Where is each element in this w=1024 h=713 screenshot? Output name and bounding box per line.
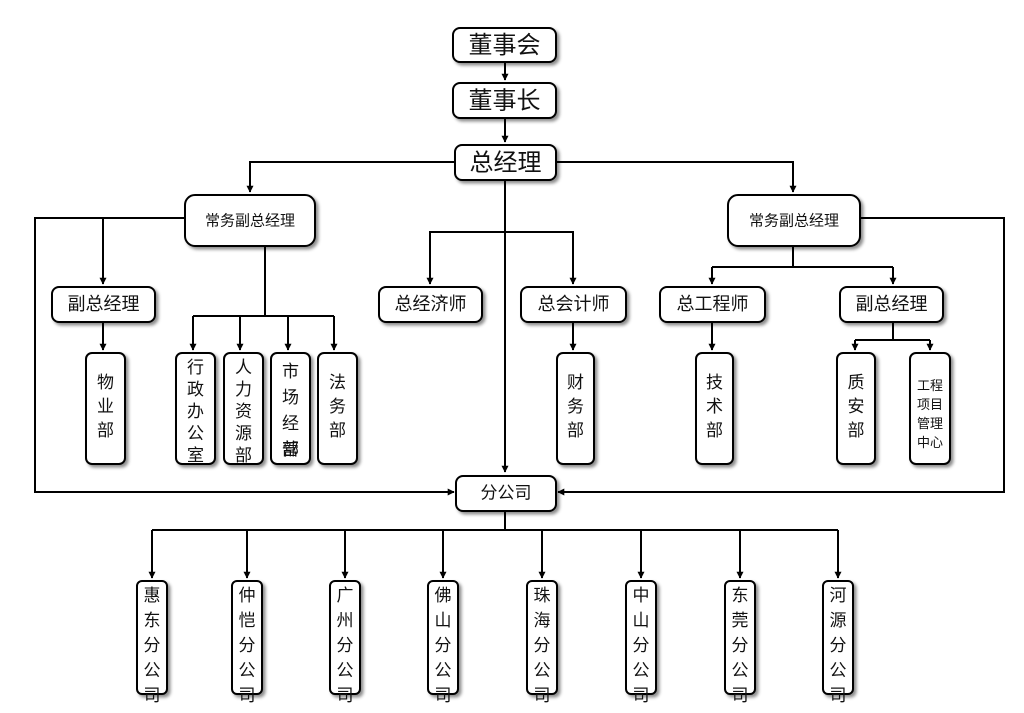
branch-list: 惠东分公司 仲恺分公司 广州分公司 佛山分公司 珠海分公司 中山分公司 东莞分公司 河源分公司 — [136, 580, 854, 706]
node-general-manager: 总经理 — [454, 144, 557, 181]
branch-4: 佛山分公司 — [427, 580, 459, 706]
node-board-label: 董事会 — [469, 31, 541, 59]
node-executive-vp-left: 常务副总经理 — [184, 194, 316, 247]
dept-property: 物业部 — [85, 352, 126, 465]
connector-vp-right-depts — [855, 322, 930, 341]
branch-6-label: 中山分公司 — [633, 586, 650, 706]
dept-property-label: 物业部 — [97, 373, 114, 441]
branch-3-label: 广州分公司 — [337, 586, 354, 706]
dept-technology-label: 技术部 — [706, 373, 723, 441]
node-general-manager-label: 总经理 — [470, 149, 542, 177]
dept-hr-label: 人力资源部 — [235, 358, 252, 466]
branch-6: 中山分公司 — [625, 580, 657, 706]
node-board: 董事会 — [452, 27, 557, 63]
node-branch-company: 分公司 — [455, 475, 557, 512]
branch-5: 珠海分公司 — [526, 580, 558, 706]
connector-evp-left-branch — [34, 217, 455, 496]
node-executive-vp-right-label: 常务副总经理 — [749, 212, 839, 230]
node-chief-economist-label: 总经济师 — [395, 294, 467, 315]
dept-quality-safety-label: 质安部 — [848, 373, 865, 441]
dept-technology: 技术部 — [695, 352, 734, 465]
dept-admin-office-label: 行政办公室 — [187, 358, 204, 466]
node-chief-economist: 总经济师 — [378, 286, 483, 323]
node-chairman: 董事长 — [452, 82, 557, 119]
node-vp-right: 副总经理 — [839, 286, 944, 323]
node-chief-accountant: 总会计师 — [520, 286, 627, 323]
connector-evp-left-depts — [193, 246, 334, 317]
connector-evp-right-split — [712, 246, 893, 268]
dept-legal-label: 法务部 — [329, 373, 346, 441]
connectors — [34, 62, 1005, 579]
dept-finance-label: 财务部 — [567, 373, 584, 441]
dept-admin-office: 行政办公室 — [175, 352, 216, 466]
dept-project-management-label: 工程项目管理中心 — [917, 379, 943, 451]
node-vp-left: 副总经理 — [51, 286, 156, 323]
connector-branch-bus — [152, 511, 838, 531]
node-vp-right-label: 副总经理 — [856, 294, 928, 315]
branch-4-label: 佛山分公司 — [435, 586, 452, 706]
connector-gm-left — [246, 161, 455, 193]
branch-7: 东莞分公司 — [724, 580, 756, 706]
node-chief-engineer: 总工程师 — [659, 286, 766, 323]
node-vp-left-label: 副总经理 — [68, 294, 140, 315]
branch-7-label: 东莞分公司 — [732, 586, 749, 706]
branch-1-label: 惠东分公司 — [144, 586, 161, 706]
node-chief-accountant-label: 总会计师 — [538, 294, 610, 315]
branch-2-label: 仲恺分公司 — [239, 586, 256, 706]
dept-finance: 财务部 — [556, 352, 595, 465]
dept-project-management: 工程项目管理中心 — [909, 352, 951, 465]
node-chairman-label: 董事长 — [469, 87, 541, 115]
branch-3: 广州分公司 — [329, 580, 361, 706]
connector-gm-mid — [429, 231, 573, 284]
node-executive-vp-right: 常务副总经理 — [727, 194, 861, 247]
node-executive-vp-left-label: 常务副总经理 — [205, 212, 295, 230]
branch-8-label: 河源分公司 — [830, 586, 847, 706]
dept-marketing: 市场经营部 — [270, 352, 311, 465]
dept-quality-safety: 质安部 — [836, 352, 876, 465]
dept-legal: 法务部 — [317, 352, 358, 465]
branch-8: 河源分公司 — [822, 580, 854, 706]
branch-1: 惠东分公司 — [136, 580, 168, 706]
branch-5-label: 珠海分公司 — [534, 586, 551, 706]
node-branch-company-label: 分公司 — [481, 484, 532, 504]
branch-2: 仲恺分公司 — [231, 580, 263, 706]
connector-gm-right — [556, 161, 797, 193]
dept-marketing-label: 市场经营部 — [282, 362, 299, 460]
connector-evp-right-branch — [557, 217, 1005, 496]
node-chief-engineer-label: 总工程师 — [677, 294, 749, 315]
dept-hr: 人力资源部 — [223, 352, 264, 466]
